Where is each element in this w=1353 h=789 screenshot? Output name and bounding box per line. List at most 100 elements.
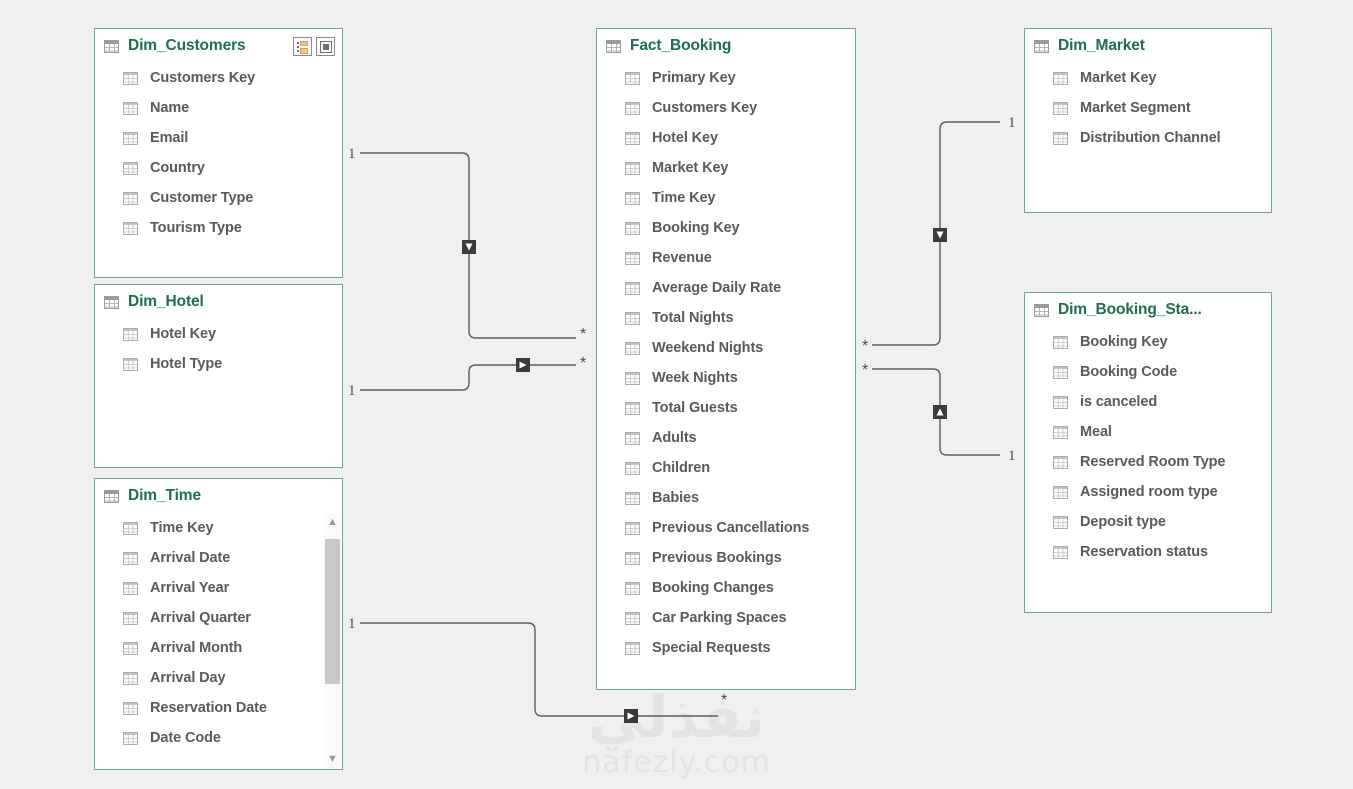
table-title: Dim_Hotel bbox=[128, 293, 204, 310]
field-row[interactable]: Arrival Quarter bbox=[95, 603, 342, 633]
field-row[interactable]: Previous Cancellations bbox=[597, 513, 855, 543]
field-row[interactable]: Total Nights bbox=[597, 303, 855, 333]
field-row[interactable]: Car Parking Spaces bbox=[597, 603, 855, 633]
field-row[interactable]: Revenue bbox=[597, 243, 855, 273]
cardinality-label-1: 1 bbox=[1008, 115, 1016, 131]
field-row[interactable]: Time Key bbox=[597, 183, 855, 213]
table-header-dim-market[interactable]: Dim_Market bbox=[1025, 29, 1271, 63]
table-header-dim-hotel[interactable]: Dim_Hotel bbox=[95, 285, 342, 319]
column-icon bbox=[625, 521, 640, 535]
table-icon bbox=[1034, 39, 1049, 53]
field-label: Children bbox=[652, 460, 711, 476]
field-row[interactable]: Arrival Date bbox=[95, 543, 342, 573]
relationship-line-customers-fact bbox=[360, 152, 576, 339]
scroll-up-arrow-icon[interactable]: ▲ bbox=[327, 516, 338, 528]
column-icon bbox=[625, 371, 640, 385]
column-icon bbox=[1053, 545, 1068, 559]
table-header-dim-time[interactable]: Dim_Time bbox=[95, 479, 342, 513]
column-icon bbox=[625, 461, 640, 475]
field-row[interactable]: Special Requests bbox=[597, 633, 855, 663]
field-row[interactable]: is canceled bbox=[1025, 387, 1271, 417]
field-row[interactable]: Reservation Date bbox=[95, 693, 342, 723]
field-row[interactable]: Name bbox=[95, 93, 342, 123]
field-row[interactable]: Week Nights bbox=[597, 363, 855, 393]
field-row[interactable]: Market Segment bbox=[1025, 93, 1271, 123]
field-row[interactable]: Previous Bookings bbox=[597, 543, 855, 573]
column-icon bbox=[123, 611, 138, 625]
field-row[interactable]: Distribution Channel bbox=[1025, 123, 1271, 153]
field-row[interactable]: Market Key bbox=[597, 153, 855, 183]
field-label: Booking Code bbox=[1080, 364, 1178, 380]
column-icon bbox=[625, 161, 640, 175]
scrollbar-thumb[interactable] bbox=[325, 539, 340, 684]
scroll-down-arrow-icon[interactable]: ▼ bbox=[327, 753, 338, 765]
column-icon bbox=[123, 731, 138, 745]
field-row[interactable]: Booking Code bbox=[1025, 357, 1271, 387]
field-label: Revenue bbox=[652, 250, 712, 266]
field-label: Special Requests bbox=[652, 640, 771, 656]
field-row[interactable]: Customers Key bbox=[597, 93, 855, 123]
expand-table-icon[interactable] bbox=[293, 37, 312, 56]
field-row[interactable]: Tourism Type bbox=[95, 213, 342, 243]
vertical-scrollbar[interactable]: ▲ ▼ bbox=[324, 513, 341, 768]
field-row[interactable]: Arrival Day bbox=[95, 663, 342, 693]
focus-mode-icon[interactable] bbox=[316, 37, 335, 56]
field-row[interactable]: Babies bbox=[597, 483, 855, 513]
field-row[interactable]: Children bbox=[597, 453, 855, 483]
table-header-dim-booking-status[interactable]: Dim_Booking_Sta... bbox=[1025, 293, 1271, 327]
field-row[interactable]: Customer Type bbox=[95, 183, 342, 213]
column-icon bbox=[625, 71, 640, 85]
field-row[interactable]: Arrival Year bbox=[95, 573, 342, 603]
table-header-fact-booking[interactable]: Fact_Booking bbox=[597, 29, 855, 63]
field-row[interactable]: Booking Key bbox=[1025, 327, 1271, 357]
field-label: Adults bbox=[652, 430, 697, 446]
field-row[interactable]: Market Key bbox=[1025, 63, 1271, 93]
column-icon bbox=[123, 191, 138, 205]
table-title: Dim_Time bbox=[128, 487, 201, 504]
field-row[interactable]: Hotel Key bbox=[597, 123, 855, 153]
field-row[interactable]: Booking Changes bbox=[597, 573, 855, 603]
table-header-dim-customers[interactable]: Dim_Customers bbox=[95, 29, 342, 63]
field-row[interactable]: Hotel Key bbox=[95, 319, 342, 349]
field-row[interactable]: Assigned room type bbox=[1025, 477, 1271, 507]
field-row[interactable]: Booking Key bbox=[597, 213, 855, 243]
field-row[interactable]: Primary Key bbox=[597, 63, 855, 93]
field-row[interactable]: Meal bbox=[1025, 417, 1271, 447]
field-row[interactable]: Reservation status bbox=[1025, 537, 1271, 567]
field-row[interactable]: Customers Key bbox=[95, 63, 342, 93]
table-title: Dim_Market bbox=[1058, 37, 1145, 54]
field-row[interactable]: Time Key bbox=[95, 513, 342, 543]
field-row[interactable]: Weekend Nights bbox=[597, 333, 855, 363]
cardinality-label-1: 1 bbox=[348, 146, 356, 162]
field-row[interactable]: Arrival Month bbox=[95, 633, 342, 663]
field-row[interactable]: Adults bbox=[597, 423, 855, 453]
field-row[interactable]: Email bbox=[95, 123, 342, 153]
field-row[interactable]: Date Code bbox=[95, 723, 342, 753]
scrollbar-track[interactable] bbox=[324, 531, 341, 750]
column-icon bbox=[123, 581, 138, 595]
field-row[interactable]: Hotel Type bbox=[95, 349, 342, 379]
field-label: Reserved Room Type bbox=[1080, 454, 1226, 470]
field-label: Arrival Day bbox=[150, 670, 226, 686]
field-row[interactable]: Average Daily Rate bbox=[597, 273, 855, 303]
field-label: Week Nights bbox=[652, 370, 738, 386]
relationship-line-market-fact bbox=[872, 121, 1000, 346]
field-row[interactable]: Reserved Room Type bbox=[1025, 447, 1271, 477]
table-header-buttons[interactable] bbox=[293, 37, 335, 56]
field-row[interactable]: Country bbox=[95, 153, 342, 183]
field-label: Total Nights bbox=[652, 310, 734, 326]
field-row[interactable]: Total Guests bbox=[597, 393, 855, 423]
field-row[interactable]: Deposit type bbox=[1025, 507, 1271, 537]
arrow-marker-market-fact bbox=[933, 228, 947, 242]
